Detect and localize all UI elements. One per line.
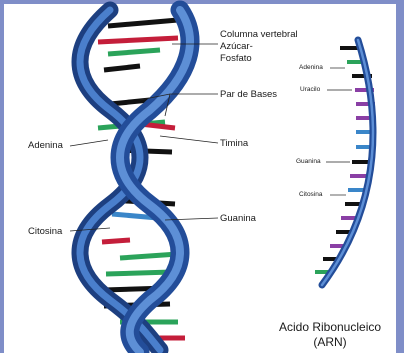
label-par-de-bases: Par de Bases xyxy=(220,89,277,100)
label-timina: Timina xyxy=(220,138,248,149)
label-columna-vertebral: Columna vertebral xyxy=(220,29,298,40)
rna-label-citosina: Citosina xyxy=(299,191,322,199)
leader-line-timina xyxy=(160,136,218,143)
label-fosfato: Fosfato xyxy=(220,53,252,64)
base-pair-rung xyxy=(106,272,172,274)
rna-label-guanina: Guanina xyxy=(296,158,321,166)
rna-leader-lines xyxy=(326,68,352,195)
rna-label-adenina: Adenina xyxy=(299,64,323,72)
base-pair-rung xyxy=(98,38,178,42)
label-citosina: Citosina xyxy=(28,226,62,237)
leader-line-adenina xyxy=(70,140,108,146)
rna-title-line2: (ARN) xyxy=(268,335,392,349)
base-pair-rung xyxy=(104,66,140,70)
label-azucar: Azúcar- xyxy=(220,41,253,52)
base-pair-rung xyxy=(108,20,178,26)
base-pair-rung xyxy=(108,50,160,54)
rna-label-uracilo: Uracilo xyxy=(300,86,320,94)
base-pair-rung xyxy=(120,254,178,258)
label-guanina: Guanina xyxy=(220,213,256,224)
base-pair-rung xyxy=(102,240,130,242)
rna-title-line1: Acido Ribonucleico xyxy=(268,320,392,334)
label-adenina: Adenina xyxy=(28,140,63,151)
